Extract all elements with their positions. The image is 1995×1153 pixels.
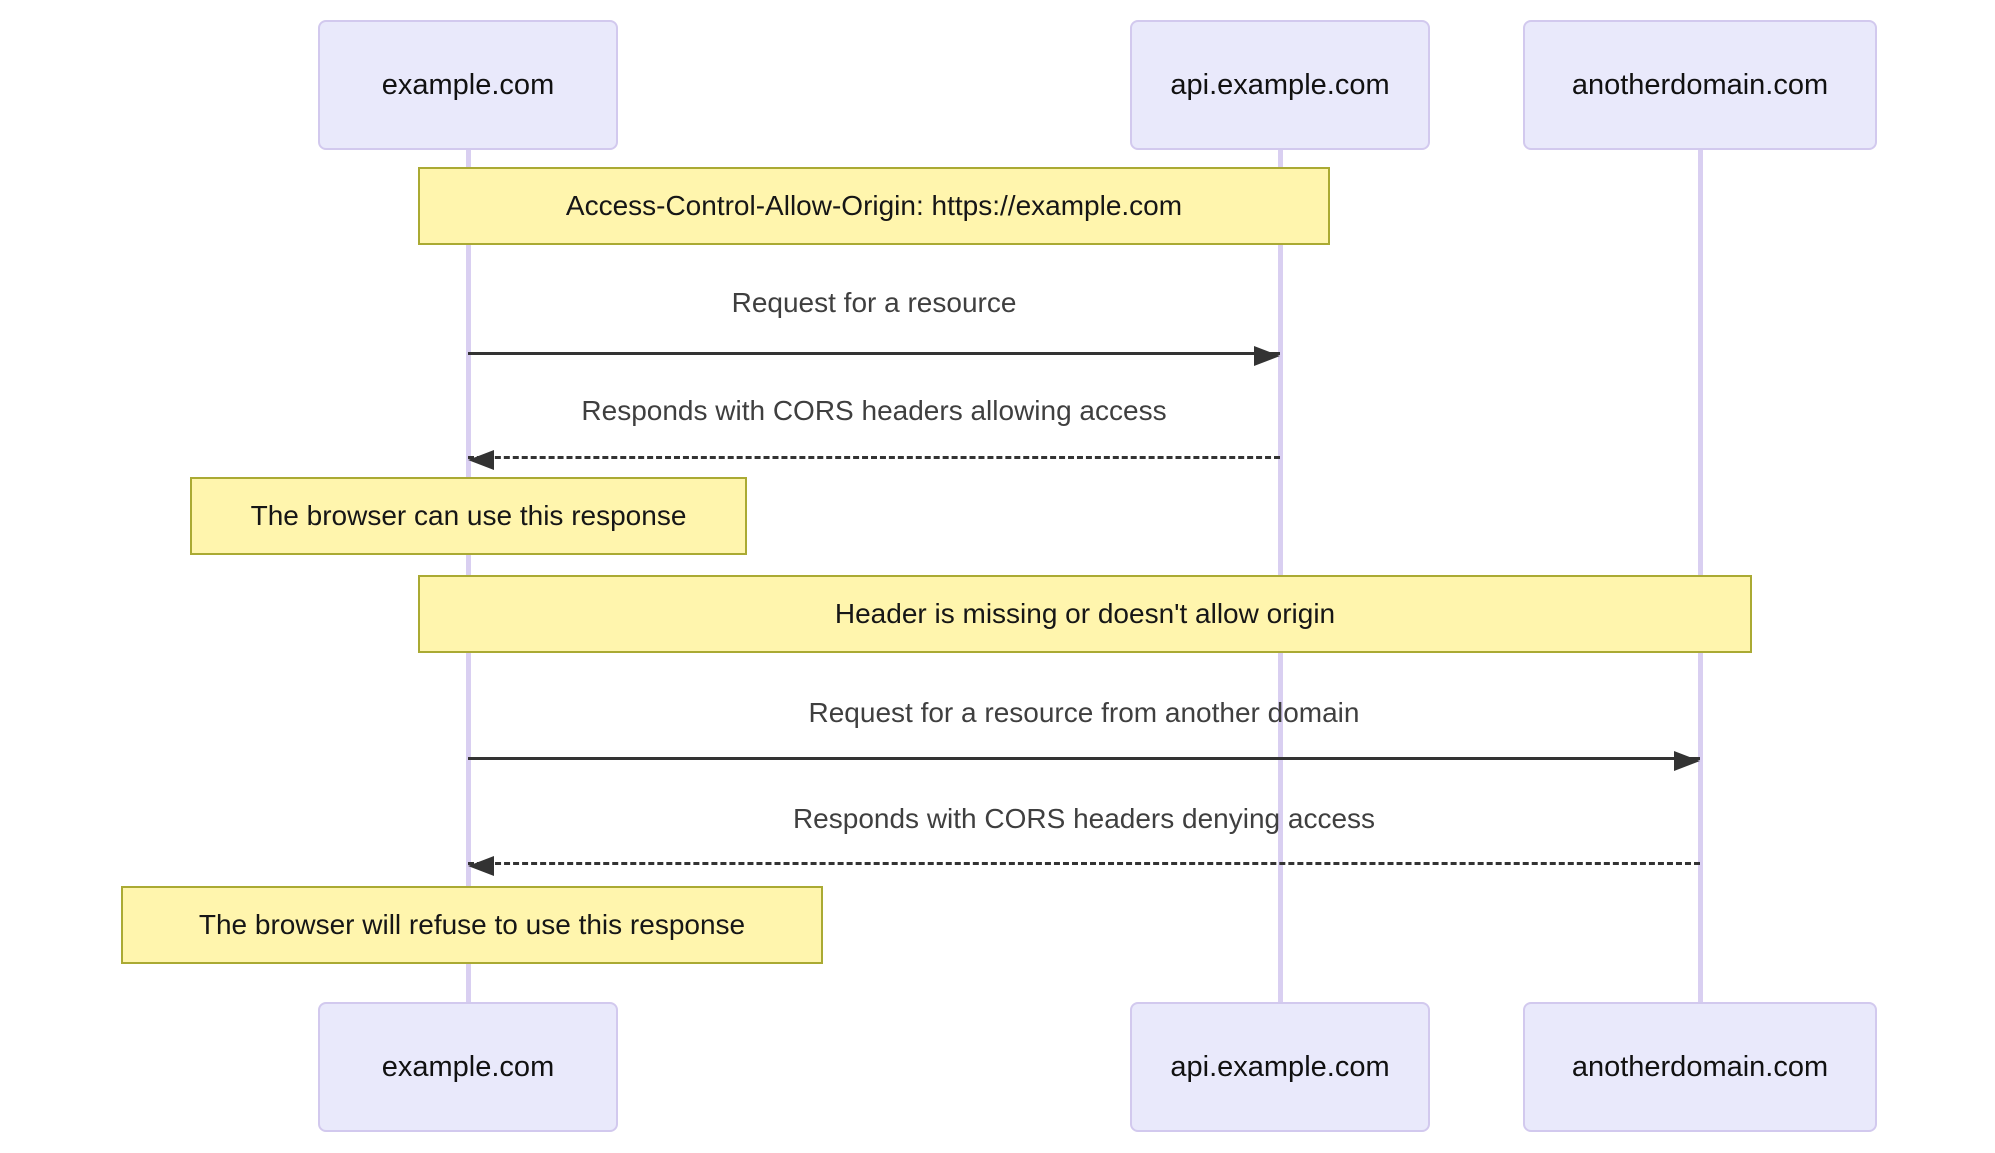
actor-label: anotherdomain.com [1571, 68, 1829, 101]
message-text: Request for a resource from another doma… [808, 697, 1360, 728]
actor-top-example: example.com [318, 20, 618, 150]
arrowhead-right-icon [1254, 346, 1280, 366]
actor-bottom-api: api.example.com [1130, 1002, 1430, 1132]
note-allow-origin-header: Access-Control-Allow-Origin: https://exa… [418, 167, 1330, 245]
arrow-request-resource [468, 346, 1280, 366]
message-text: Responds with CORS headers allowing acce… [581, 395, 1167, 426]
actor-label: anotherdomain.com [1571, 1050, 1829, 1083]
actor-top-anotherdomain: anotherdomain.com [1523, 20, 1877, 150]
actor-bottom-example: example.com [318, 1002, 618, 1132]
note-header-missing: Header is missing or doesn't allow origi… [418, 575, 1752, 653]
message-text: Request for a resource [731, 287, 1017, 318]
note-text: Access-Control-Allow-Origin: https://exa… [565, 190, 1183, 221]
actor-bottom-anotherdomain: anotherdomain.com [1523, 1002, 1877, 1132]
arrowhead-left-icon [468, 450, 494, 470]
actor-label: api.example.com [1170, 1050, 1390, 1083]
message-text: Responds with CORS headers denying acces… [792, 803, 1376, 834]
actor-label: example.com [381, 68, 555, 101]
message-label-request-another-domain: Request for a resource from another doma… [468, 695, 1700, 731]
actor-top-api: api.example.com [1130, 20, 1430, 150]
arrow-cors-deny [468, 856, 1700, 876]
note-browser-will-refuse: The browser will refuse to use this resp… [121, 886, 823, 964]
note-text: The browser will refuse to use this resp… [198, 909, 746, 940]
message-label-request-resource: Request for a resource [468, 285, 1280, 321]
arrowhead-right-icon [1674, 751, 1700, 771]
actor-label: api.example.com [1170, 68, 1390, 101]
note-text: Header is missing or doesn't allow origi… [834, 598, 1336, 629]
arrowhead-left-icon [468, 856, 494, 876]
message-label-cors-deny: Responds with CORS headers denying acces… [468, 801, 1700, 837]
note-text: The browser can use this response [250, 500, 687, 531]
note-browser-can-use: The browser can use this response [190, 477, 747, 555]
arrow-cors-allow [468, 450, 1280, 470]
actor-label: example.com [381, 1050, 555, 1083]
arrow-request-another-domain [468, 751, 1700, 771]
message-label-cors-allow: Responds with CORS headers allowing acce… [468, 393, 1280, 429]
